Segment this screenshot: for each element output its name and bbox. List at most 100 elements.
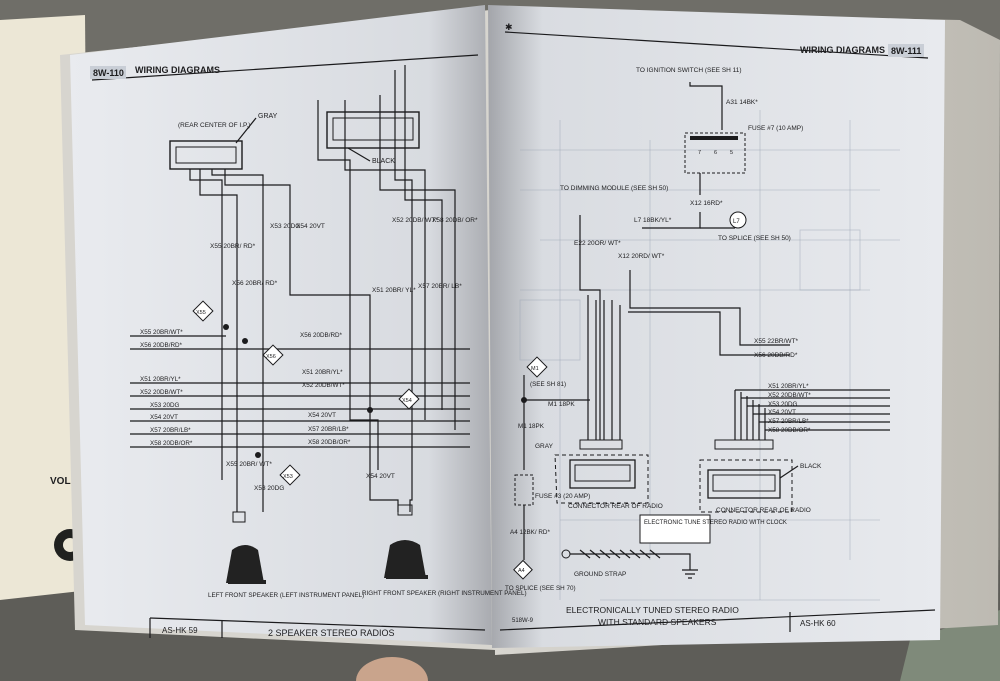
thumb — [356, 657, 428, 681]
right-header-title: WIRING DIAGRAMS — [800, 45, 885, 55]
connector-left-label: CONNECTOR REAR OF RADIO — [568, 503, 663, 510]
to-splice-bottom: TO SPLICE (SEE SH 70) — [505, 585, 576, 592]
m1-tag: M1 — [531, 366, 539, 372]
svg-text:7: 7 — [698, 150, 701, 156]
right-footer-small: 518W-9 — [512, 618, 534, 624]
left-black-label: BLACK — [372, 158, 395, 165]
svg-text:X54: X54 — [402, 398, 412, 404]
fuse-7-block: TO IGNITION SWITCH (SEE SH 11) A31 14BK*… — [636, 67, 803, 207]
radio-harness-wires — [579, 215, 890, 440]
gray-label-right: GRAY — [535, 443, 554, 450]
right-wire-list: X51 20BR/YL* X52 20DB/WT* X53 20DG X54 2… — [768, 383, 811, 434]
e22-label: E22 20OR/ WT* — [574, 240, 621, 247]
left-footer-code: AS-HK 59 — [162, 626, 198, 635]
wire-label-x56: X56 20BR/ RD* — [232, 280, 278, 287]
right-speaker-label: RIGHT FRONT SPEAKER (RIGHT INSTRUMENT PA… — [362, 590, 527, 597]
connector-right-label: CONNECTOR REAR OF RADIO — [716, 507, 811, 514]
svg-text:X57 20BR/LB*: X57 20BR/LB* — [308, 426, 349, 433]
svg-text:6: 6 — [714, 150, 717, 156]
left-gray-label: GRAY — [258, 113, 278, 120]
svg-text:5: 5 — [730, 150, 733, 156]
radio-connectors: BLACK CONNECTOR REAR OF RADIO CONNECTOR … — [554, 439, 822, 544]
m1-vert-label: M1 18PK — [518, 423, 545, 430]
booklet-vol-text: VOL — [50, 476, 71, 487]
left-header-title: WIRING DIAGRAMS — [135, 65, 220, 75]
svg-text:X55: X55 — [196, 310, 206, 316]
dimming-and-splice: TO DIMMING MODULE (SEE SH 50) L7 18BK/YL… — [560, 185, 791, 260]
svg-text:X55 20BR/WT*: X55 20BR/WT* — [140, 329, 183, 336]
svg-text:X52 20DB/WT*: X52 20DB/WT* — [768, 392, 811, 399]
svg-text:X58 20DB/OR*: X58 20DB/OR* — [308, 439, 351, 446]
svg-text:X54 20VT: X54 20VT — [150, 414, 178, 421]
x56-right-label: X56 20DB/RD* — [754, 352, 798, 359]
svg-text:X52 20DB/WT*: X52 20DB/WT* — [140, 389, 183, 396]
wire-label-x57: X57 20BR/ LB* — [418, 283, 462, 290]
black-label-right: BLACK — [800, 463, 822, 470]
right-footer-code: AS-HK 60 — [800, 619, 836, 628]
svg-text:X53: X53 — [283, 474, 293, 480]
left-footer-title: 2 SPEAKER STEREO RADIOS — [268, 628, 395, 638]
left-speaker-label: LEFT FRONT SPEAKER (LEFT INSTRUMENT PANE… — [208, 592, 364, 599]
rear-center-label: (REAR CENTER OF I.P.) — [178, 122, 250, 129]
left-page-header: 8W-110 WIRING DIAGRAMS — [90, 54, 479, 81]
x12-top-label: X12 16RD* — [690, 200, 723, 207]
svg-text:X53 20DG: X53 20DG — [150, 402, 180, 409]
wire-label-x54: X54 20VT — [296, 223, 325, 230]
l7-wire-label: L7 18BK/YL* — [634, 217, 672, 224]
right-footer-title-1: ELECTRONICALLY TUNED STEREO RADIO — [566, 605, 739, 615]
right-footer-title-2: WITH STANDARD SPEAKERS — [598, 617, 717, 627]
a31-label: A31 14BK* — [726, 99, 758, 106]
left-gray-connector: (REAR CENTER OF I.P.) GRAY — [169, 113, 278, 170]
m1-18pk-label: M1 18PK — [548, 401, 575, 408]
fuse7-label: FUSE #7 (10 AMP) — [748, 125, 803, 132]
l7-tag: L7 — [733, 219, 740, 225]
wire-label-x54-lower: X54 20VT — [366, 473, 395, 480]
svg-text:X56: X56 — [266, 354, 276, 360]
left-page-footer: AS-HK 59 2 SPEAKER STEREO RADIOS — [149, 617, 486, 638]
m1-fuse3-branch: M1 (SEE SH 81) M1 18PK M1 18PK GRAY FUSE… — [505, 356, 590, 592]
right-page-number: 8W-111 — [891, 46, 921, 56]
left-splice-points: X55 X56 X53 X54 — [192, 300, 420, 486]
svg-text:✱: ✱ — [505, 22, 513, 32]
right-page — [488, 5, 945, 648]
left-wire-code-labels: X55 20BR/ RD* X56 20BR/ RD* X53 20DG X54… — [210, 217, 478, 492]
wire-label-x53: X53 20DG — [270, 223, 300, 230]
left-front-speaker-icon — [226, 511, 266, 584]
svg-text:X51 20BR/YL*: X51 20BR/YL* — [768, 383, 809, 390]
left-bus-labels: X55 20BR/WT* X56 20DB/RD* X51 20BR/YL* X… — [140, 329, 193, 447]
svg-text:X52 20DB/WT*: X52 20DB/WT* — [302, 382, 345, 389]
wire-label-x58: X58 20DB/ OR* — [432, 217, 478, 224]
svg-text:X58 20DB/OR*: X58 20DB/OR* — [768, 427, 811, 434]
right-front-speaker-icon — [384, 504, 428, 579]
ground-strap-label: GROUND STRAP — [574, 571, 626, 578]
to-splice-top: TO SPLICE (SEE SH 50) — [718, 235, 791, 242]
svg-text:X51 20BR/YL*: X51 20BR/YL* — [302, 369, 343, 376]
svg-text:X56 20DB/RD*: X56 20DB/RD* — [300, 332, 343, 339]
x55-right-label: X55 22BR/WT* — [754, 338, 799, 345]
svg-text:X58 20DB/OR*: X58 20DB/OR* — [150, 440, 193, 447]
wire-label-x53-lower: X53 20DG — [254, 485, 284, 492]
svg-text:X56 20DB/RD*: X56 20DB/RD* — [140, 342, 183, 349]
a4-label: A4 12BK/ RD* — [510, 529, 550, 536]
wire-label-x55-lower: X55 20BR/ WT* — [226, 461, 272, 468]
a4-tag: A4 — [518, 568, 525, 574]
svg-text:X53 20DG: X53 20DG — [768, 401, 798, 408]
left-black-connector: BLACK — [326, 111, 420, 165]
ground-strap: GROUND STRAP — [561, 549, 698, 579]
fuse3-label: FUSE #3 (20 AMP) — [535, 493, 590, 500]
wire-label-x55: X55 20BR/ RD* — [210, 243, 256, 250]
svg-text:X57 20BR/LB*: X57 20BR/LB* — [150, 427, 191, 434]
svg-text:X54 20VT: X54 20VT — [768, 409, 796, 416]
svg-text:X54 20VT: X54 20VT — [308, 412, 336, 419]
left-wires — [130, 65, 470, 512]
wire-label-x52: X52 20DB/ WT* — [392, 217, 438, 224]
left-page — [70, 5, 492, 645]
dimming-label: TO DIMMING MODULE (SEE SH 50) — [560, 185, 668, 192]
wire-label-x51: X51 20BR/ YL* — [372, 287, 416, 294]
right-page-footer: 518W-9 ELECTRONICALLY TUNED STEREO RADIO… — [499, 605, 936, 632]
radio-box-label: ELECTRONIC TUNE STEREO RADIO WITH CLOCK — [644, 520, 787, 526]
right-bus-labels: X56 20DB/RD* X51 20BR/YL* X52 20DB/WT* X… — [300, 332, 351, 446]
right-page-header: ✱ WIRING DIAGRAMS 8W-111 — [504, 22, 929, 59]
svg-text:X51 20BR/YL*: X51 20BR/YL* — [140, 376, 181, 383]
